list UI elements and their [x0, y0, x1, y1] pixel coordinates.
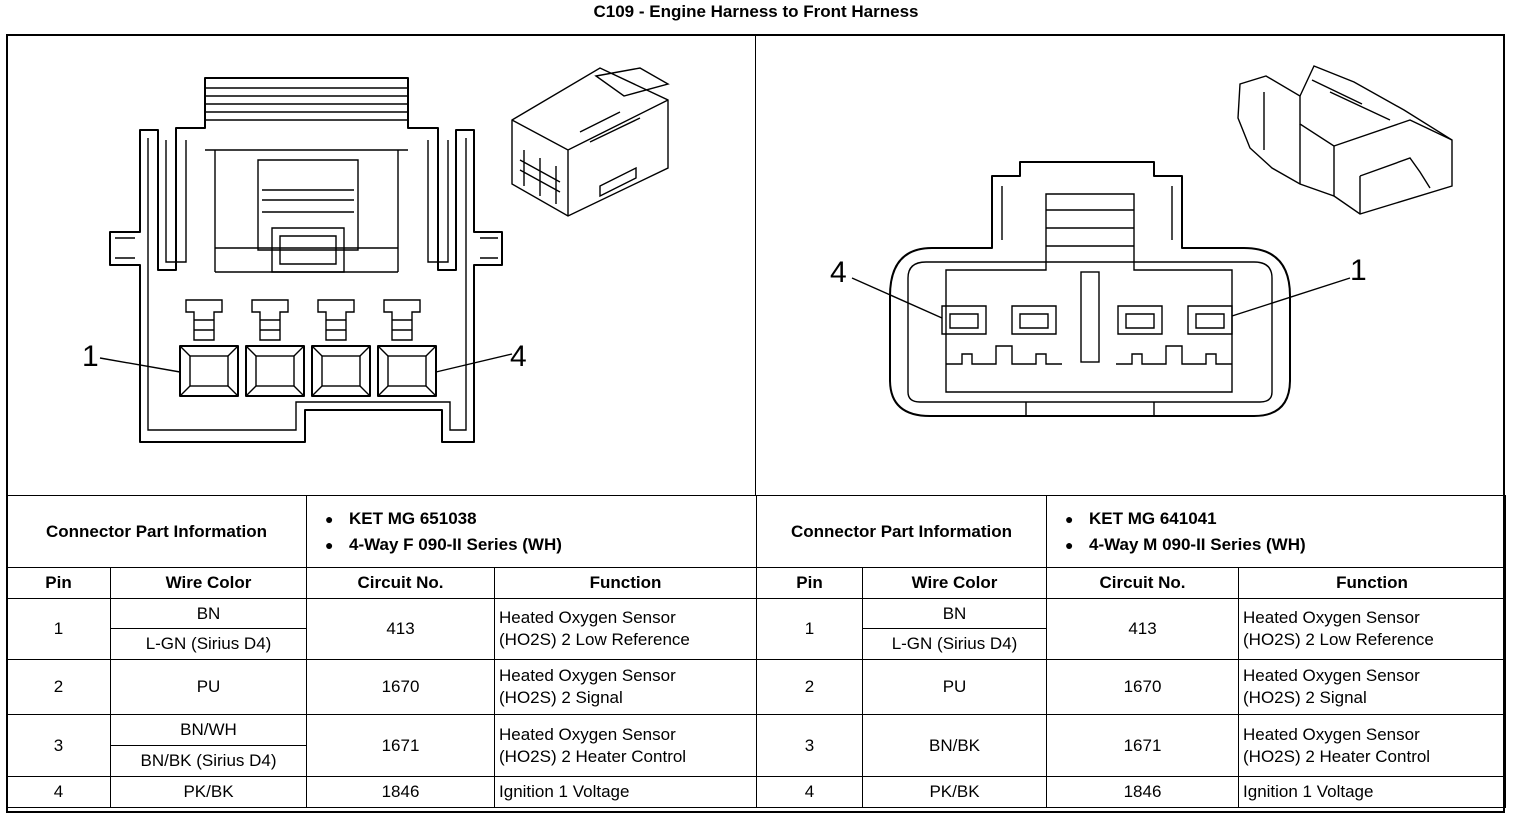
part-description: 4-Way M 090-II Series (WH) [1065, 535, 1501, 555]
part-number: KET MG 651038 [325, 509, 752, 529]
function-line: Heated Oxygen Sensor [1243, 724, 1420, 744]
pin-cell: 3 [6, 714, 111, 777]
function-line: (HO2S) 2 Signal [1243, 688, 1367, 707]
table-row: BN/BK (Sirius D4) [7, 745, 757, 777]
wire-color-cell: PK/BK [109, 776, 308, 808]
circuit-cell: 1670 [1046, 659, 1240, 715]
function-cell: Ignition 1 Voltage [494, 776, 758, 808]
pin-cell: 1 [6, 598, 111, 660]
part-description: 4-Way F 090-II Series (WH) [325, 535, 752, 555]
function-line: (HO2S) 2 Heater Control [1243, 746, 1431, 766]
wire-color-cell: BN [861, 598, 1048, 629]
pin-label-4: 4 [510, 340, 527, 373]
function-cell: Heated Oxygen Sensor (HO2S) 2 Low Referen… [1238, 598, 1507, 660]
wire-color-cell: L-GN (Sirius D4) [861, 628, 1048, 660]
circuit-cell: 1846 [1046, 776, 1240, 808]
table-row: L-GN (Sirius D4) [7, 628, 757, 660]
wire-color-cell: PK/BK [861, 776, 1048, 808]
header-circuit-no: Circuit No. [306, 567, 496, 599]
part-number: KET MG 641041 [1065, 509, 1501, 529]
header-function: Function [494, 567, 758, 599]
pin-cell: 2 [756, 659, 863, 715]
header-wire-color: Wire Color [109, 567, 308, 599]
center-divider [755, 34, 756, 496]
pin-cell: 3 [756, 714, 863, 777]
function-line: Heated Oxygen Sensor [1243, 666, 1420, 685]
male-connector-isometric-icon [1237, 65, 1453, 215]
table-row: L-GN (Sirius D4) [757, 628, 1506, 660]
function-cell: Ignition 1 Voltage [1238, 776, 1507, 808]
function-cell: Heated Oxygen Sensor (HO2S) 2 Signal [1238, 659, 1507, 715]
function-line: (HO2S) 2 Signal [499, 688, 623, 707]
female-connector-isometric-icon [511, 67, 670, 217]
function-line: Heated Oxygen Sensor [499, 666, 676, 685]
circuit-cell: 1846 [306, 776, 496, 808]
table-row: 4 PK/BK 1846 Ignition 1 Voltage [6, 776, 758, 808]
table-row: 3 BN/BK 1671 Heated Oxygen Sensor(HO2S) … [756, 714, 1507, 777]
wire-color-cell: L-GN (Sirius D4) [109, 628, 308, 660]
connector-part-info-label: Connector Part Information [5, 495, 308, 568]
connector-part-info-list: KET MG 641041 4-Way M 090-II Series (WH) [1046, 495, 1507, 568]
header-pin: Pin [756, 567, 863, 599]
header-function: Function [1238, 567, 1507, 599]
circuit-cell: 413 [306, 598, 496, 660]
pin-label-4: 4 [830, 256, 847, 289]
header-circuit-no: Circuit No. [1046, 567, 1240, 599]
header-wire-color: Wire Color [861, 567, 1048, 599]
female-connector-face [99, 77, 513, 443]
pin-cell: 4 [756, 776, 863, 808]
table-header-row: Pin Wire Color Circuit No. Function [756, 567, 1507, 599]
male-connector-drawing: 4 1 [830, 65, 1453, 417]
function-line: (HO2S) 2 Low Reference [499, 630, 690, 649]
function-cell: Heated Oxygen Sensor (HO2S) 2 Low Referen… [494, 598, 758, 660]
right-pinout-table: Connector Part Information KET MG 641041… [755, 495, 1507, 808]
wire-color-cell: BN/BK (Sirius D4) [109, 745, 308, 777]
function-cell: Heated Oxygen Sensor(HO2S) 2 Heater Cont… [1238, 714, 1507, 777]
page-title: C109 - Engine Harness to Front Harness [593, 2, 919, 21]
circuit-cell: 1671 [1046, 714, 1240, 777]
left-pinout-table: Connector Part Information KET MG 651038… [5, 495, 758, 808]
table-row: 1 BN 413 Heated Oxygen Sensor (HO2S) 2 Lo… [6, 598, 758, 660]
wire-color-cell: BN/WH [109, 714, 308, 746]
table-header-row: Pin Wire Color Circuit No. Function [6, 567, 758, 599]
function-cell: Heated Oxygen Sensor (HO2S) 2 Signal [494, 659, 758, 715]
pin-cell: 2 [6, 659, 111, 715]
pin-cell: 4 [6, 776, 111, 808]
table-row: 3 BN/WH 1671 Heated Oxygen Sensor(HO2S) … [6, 714, 758, 777]
function-line: Heated Oxygen Sensor [499, 608, 676, 627]
circuit-cell: 1670 [306, 659, 496, 715]
table-row: 2 PU 1670 Heated Oxygen Sensor (HO2S) 2 S… [6, 659, 758, 715]
pin-label-1: 1 [82, 340, 99, 373]
male-connector-face [851, 161, 1351, 417]
wire-color-cell: BN [109, 598, 308, 629]
header-pin: Pin [6, 567, 111, 599]
circuit-cell: 1671 [306, 714, 496, 777]
function-line: Heated Oxygen Sensor [499, 724, 676, 744]
wire-color-cell: PU [861, 659, 1048, 715]
female-connector-drawing: 1 4 [82, 67, 670, 443]
pin-cell: 1 [756, 598, 863, 660]
wire-color-cell: BN/BK [861, 714, 1048, 777]
function-line: (HO2S) 2 Low Reference [1243, 630, 1434, 649]
function-line: Heated Oxygen Sensor [1243, 608, 1420, 627]
wire-color-cell: PU [109, 659, 308, 715]
connector-part-info-list: KET MG 651038 4-Way F 090-II Series (WH) [306, 495, 758, 568]
pin-label-1: 1 [1350, 254, 1367, 287]
connector-part-info-label: Connector Part Information [755, 495, 1048, 568]
table-row: 1 BN 413 Heated Oxygen Sensor (HO2S) 2 Lo… [756, 598, 1507, 660]
circuit-cell: 413 [1046, 598, 1240, 660]
function-line: (HO2S) 2 Heater Control [499, 746, 687, 766]
table-row: 2 PU 1670 Heated Oxygen Sensor (HO2S) 2 S… [756, 659, 1507, 715]
table-row: 4 PK/BK 1846 Ignition 1 Voltage [756, 776, 1507, 808]
function-cell: Heated Oxygen Sensor(HO2S) 2 Heater Cont… [494, 714, 758, 777]
